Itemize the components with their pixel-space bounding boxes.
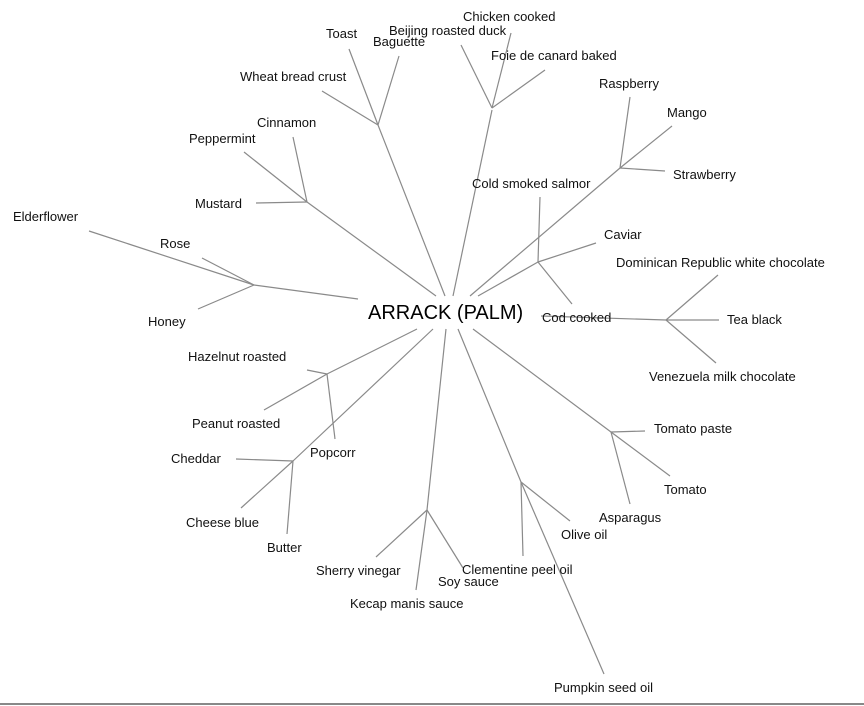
node-chicken-cooked[interactable]: Chicken cooked	[463, 9, 556, 24]
edge-fruit-raspberry	[619, 96, 631, 169]
node-pumpkin-seed-oil[interactable]: Pumpkin seed oil	[554, 680, 653, 695]
node-olive-oil[interactable]: Olive oil	[561, 527, 607, 542]
edge-root-oil	[457, 328, 522, 483]
edge-tomato-paste	[610, 430, 646, 433]
edge-oil-clementine	[520, 481, 524, 557]
edge-sauce-kecap	[415, 509, 428, 591]
node-dominican-white-chocolate[interactable]: Dominican Republic white chocolate	[616, 255, 825, 270]
edge-nut-popcorn	[326, 373, 336, 440]
edge-spice-mustard	[255, 201, 308, 204]
edge-oil-pumpkin	[520, 481, 605, 675]
edge-root-fruit	[469, 167, 621, 297]
node-butter[interactable]: Butter	[267, 540, 302, 555]
edge-root-floral	[253, 284, 359, 300]
edge-poultry-chicken	[491, 32, 512, 109]
node-clementine-peel-oil[interactable]: Clementine peel oil	[462, 562, 573, 577]
node-toast[interactable]: Toast	[326, 26, 357, 41]
edge-sauce-sherry	[375, 509, 428, 558]
edge-seafood-cod	[537, 261, 573, 305]
edge-root-chocolate	[540, 315, 667, 321]
node-popcorn[interactable]: Popcorr	[310, 445, 356, 460]
edge-poultry-duck	[460, 44, 493, 109]
edge-root-grain	[377, 124, 446, 297]
node-sherry-vinegar[interactable]: Sherry vinegar	[316, 563, 401, 578]
edge-seafood-caviar	[537, 242, 597, 263]
node-peppermint[interactable]: Peppermint	[189, 131, 256, 146]
node-cinnamon[interactable]: Cinnamon	[257, 115, 316, 130]
edge-spice-cinnamon	[292, 136, 308, 203]
node-cod-cooked[interactable]: Cod cooked	[542, 310, 611, 325]
node-hazelnut-roasted[interactable]: Hazelnut roasted	[188, 349, 286, 364]
edge-dairy-blue	[240, 460, 294, 509]
edge-nut-peanut	[263, 373, 328, 411]
node-strawberry[interactable]: Strawberry	[673, 167, 736, 182]
edge-grain-toast	[348, 48, 379, 126]
edge-root-sauce	[426, 328, 447, 511]
edge-grain-baguette	[377, 55, 400, 126]
node-cheddar[interactable]: Cheddar	[171, 451, 222, 466]
edge-spice-peppermint	[243, 151, 308, 203]
edge-floral-rose	[201, 257, 255, 286]
edges	[88, 32, 719, 675]
node-baguette[interactable]: Baguette	[373, 34, 425, 49]
edge-dairy-butter	[286, 460, 294, 535]
node-venezuela-milk-chocolate[interactable]: Venezuela milk chocolate	[649, 369, 796, 384]
edge-seafood-salmon	[537, 196, 541, 263]
node-mustard[interactable]: Mustard	[195, 196, 242, 211]
node-rose[interactable]: Rose	[160, 236, 190, 251]
node-mango[interactable]: Mango	[667, 105, 707, 120]
edge-tomato-asparagus	[610, 431, 631, 505]
edge-grain-wheat	[321, 90, 379, 126]
edge-sauce-soy	[426, 509, 464, 569]
edge-floral-elderflower	[88, 230, 255, 286]
edge-poultry-foie	[491, 69, 546, 109]
edge-root-spice	[306, 201, 437, 297]
node-foie-de-canard-baked[interactable]: Foie de canard baked	[491, 48, 617, 63]
labels: ARRACK (PALM) Toast Baguette Wheat bread…	[13, 9, 825, 695]
edge-nut-hazelnut	[306, 369, 328, 375]
node-raspberry[interactable]: Raspberry	[599, 76, 659, 91]
bottom-border	[0, 703, 864, 705]
edge-choc-milk	[665, 319, 717, 364]
edge-root-nut	[326, 328, 418, 375]
node-beijing-roasted-duck[interactable]: Beijing roasted duck	[389, 23, 507, 38]
node-wheat-bread-crust[interactable]: Wheat bread crust	[240, 69, 347, 84]
node-kecap-manis-sauce[interactable]: Kecap manis sauce	[350, 596, 463, 611]
edge-tomato-tomato	[610, 431, 671, 477]
edge-root-tomato	[472, 328, 612, 433]
node-caviar[interactable]: Caviar	[604, 227, 642, 242]
node-honey[interactable]: Honey	[148, 314, 186, 329]
node-tomato-paste[interactable]: Tomato paste	[654, 421, 732, 436]
node-tomato[interactable]: Tomato	[664, 482, 707, 497]
node-peanut-roasted[interactable]: Peanut roasted	[192, 416, 280, 431]
node-elderflower[interactable]: Elderflower	[13, 209, 79, 224]
node-asparagus[interactable]: Asparagus	[599, 510, 662, 525]
edge-choc-white	[665, 274, 719, 321]
edge-floral-honey	[197, 284, 255, 310]
edge-dairy-cheddar	[235, 458, 294, 462]
edge-fruit-strawberry	[619, 167, 666, 172]
node-tea-black[interactable]: Tea black	[727, 312, 782, 327]
node-soy-sauce[interactable]: Soy sauce	[438, 574, 499, 589]
edge-fruit-mango	[619, 125, 673, 169]
edge-root-poultry	[452, 109, 493, 297]
edge-root-seafood	[477, 261, 539, 297]
edge-oil-olive	[520, 481, 571, 522]
root-node-label[interactable]: ARRACK (PALM)	[368, 302, 523, 324]
node-cold-smoked-salmon[interactable]: Cold smoked salmor	[472, 176, 591, 191]
edge-root-dairy	[292, 328, 434, 462]
node-cheese-blue[interactable]: Cheese blue	[186, 515, 259, 530]
